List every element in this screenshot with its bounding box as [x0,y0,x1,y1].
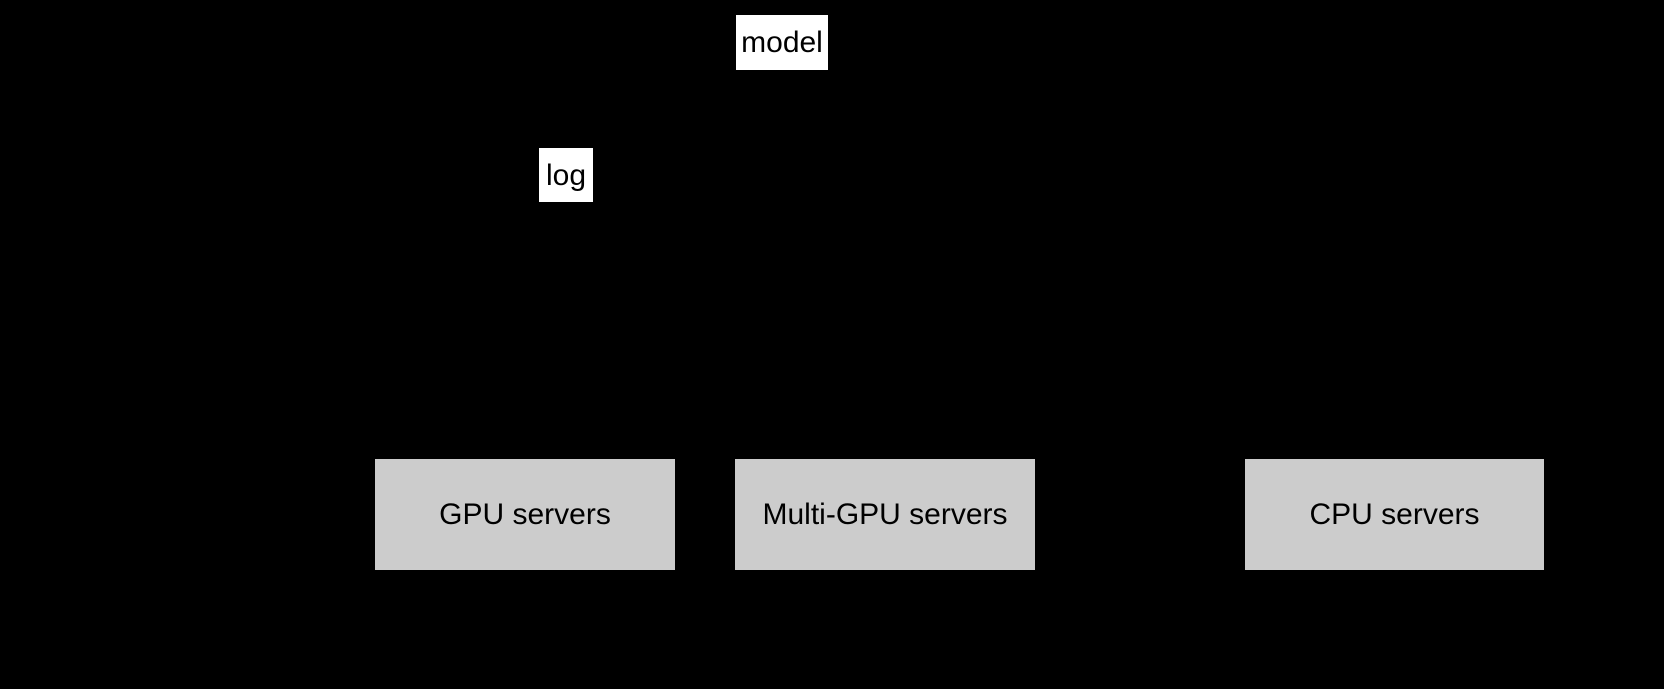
node-label: GPU servers [439,498,611,531]
node-model[interactable]: model [736,15,828,70]
node-label: Multi-GPU servers [762,498,1008,531]
node-gpu-servers[interactable]: GPU servers [375,459,675,570]
node-label: log [545,158,587,192]
node-label: CPU servers [1309,498,1480,531]
node-cpu-servers[interactable]: CPU servers [1245,459,1544,570]
node-log[interactable]: log [539,148,593,202]
node-label: model [741,26,823,59]
node-multi-gpu-servers[interactable]: Multi-GPU servers [735,459,1035,570]
